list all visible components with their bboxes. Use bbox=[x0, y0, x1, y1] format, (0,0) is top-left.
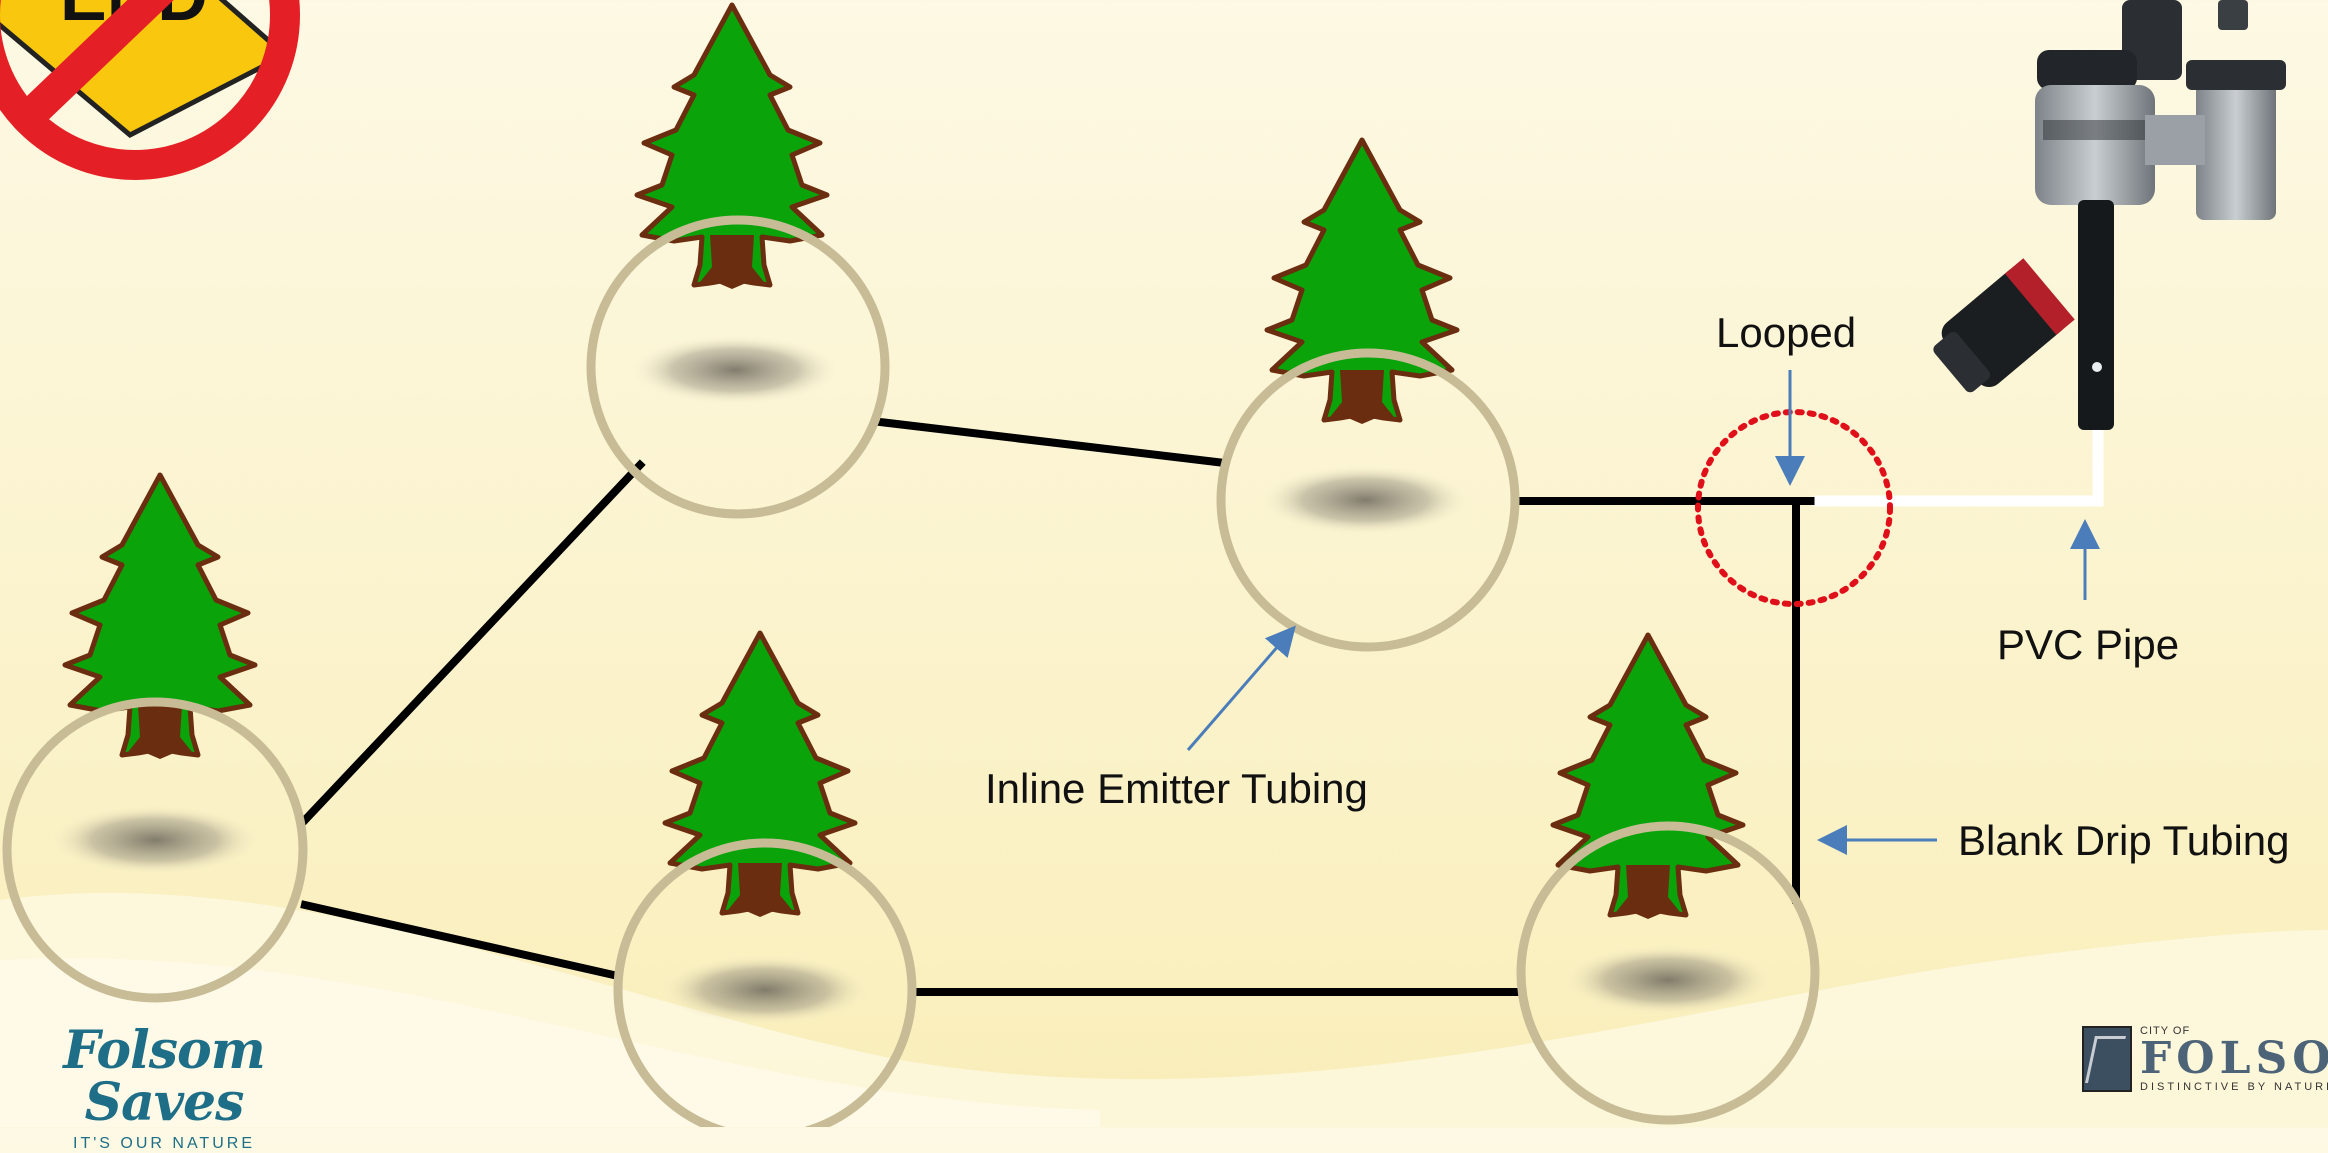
city-emblem-icon bbox=[2082, 1026, 2132, 1092]
city-prefix: CITY OF bbox=[2140, 1025, 2191, 1037]
city-name: FOLSOM bbox=[2140, 1033, 2328, 1084]
inline-emitter-tubing-label: Inline Emitter Tubing bbox=[985, 765, 1368, 812]
looped-label: Looped bbox=[1716, 309, 1857, 356]
tree-2 bbox=[586, 5, 890, 519]
tree-4 bbox=[613, 633, 917, 1127]
tubing-segment bbox=[875, 417, 1230, 468]
drip-tubing-network bbox=[299, 417, 1819, 996]
tubing-segment bbox=[300, 900, 623, 981]
city-motto: DISTINCTIVE BY NATURE bbox=[2140, 1081, 2328, 1093]
looped-marker-circle bbox=[1695, 409, 1893, 607]
annotation-arrows bbox=[1186, 370, 2100, 855]
blank-drip-tubing-label: Blank Drip Tubing bbox=[1958, 817, 2290, 864]
valve-assembly-icon bbox=[1933, 0, 2286, 430]
background-wave-light bbox=[0, 958, 1100, 1127]
tubing-segment bbox=[299, 459, 646, 826]
pvc-pipe-line bbox=[1814, 414, 2104, 507]
tree-1 bbox=[2, 475, 308, 1003]
drip-loop-diagram: END bbox=[0, 0, 2328, 1127]
folsom-saves-tagline: IT'S OUR NATURE bbox=[73, 1135, 255, 1152]
folsom-saves-logo: Folsom Saves IT'S OUR NATURE bbox=[14, 1025, 314, 1153]
inline-emitter-arrow bbox=[1186, 625, 1296, 751]
tree-3 bbox=[1216, 140, 1520, 652]
pvc-pipe-label: PVC Pipe bbox=[1997, 621, 2180, 668]
tree-5 bbox=[1516, 635, 1820, 1125]
folsom-saves-title: Folsom Saves bbox=[63, 1020, 266, 1133]
city-of-folsom-logo: CITY OF FOLSOM DISTINCTIVE BY NATURE bbox=[2082, 1024, 2328, 1094]
no-dead-end-sign-icon: END bbox=[0, 0, 300, 180]
